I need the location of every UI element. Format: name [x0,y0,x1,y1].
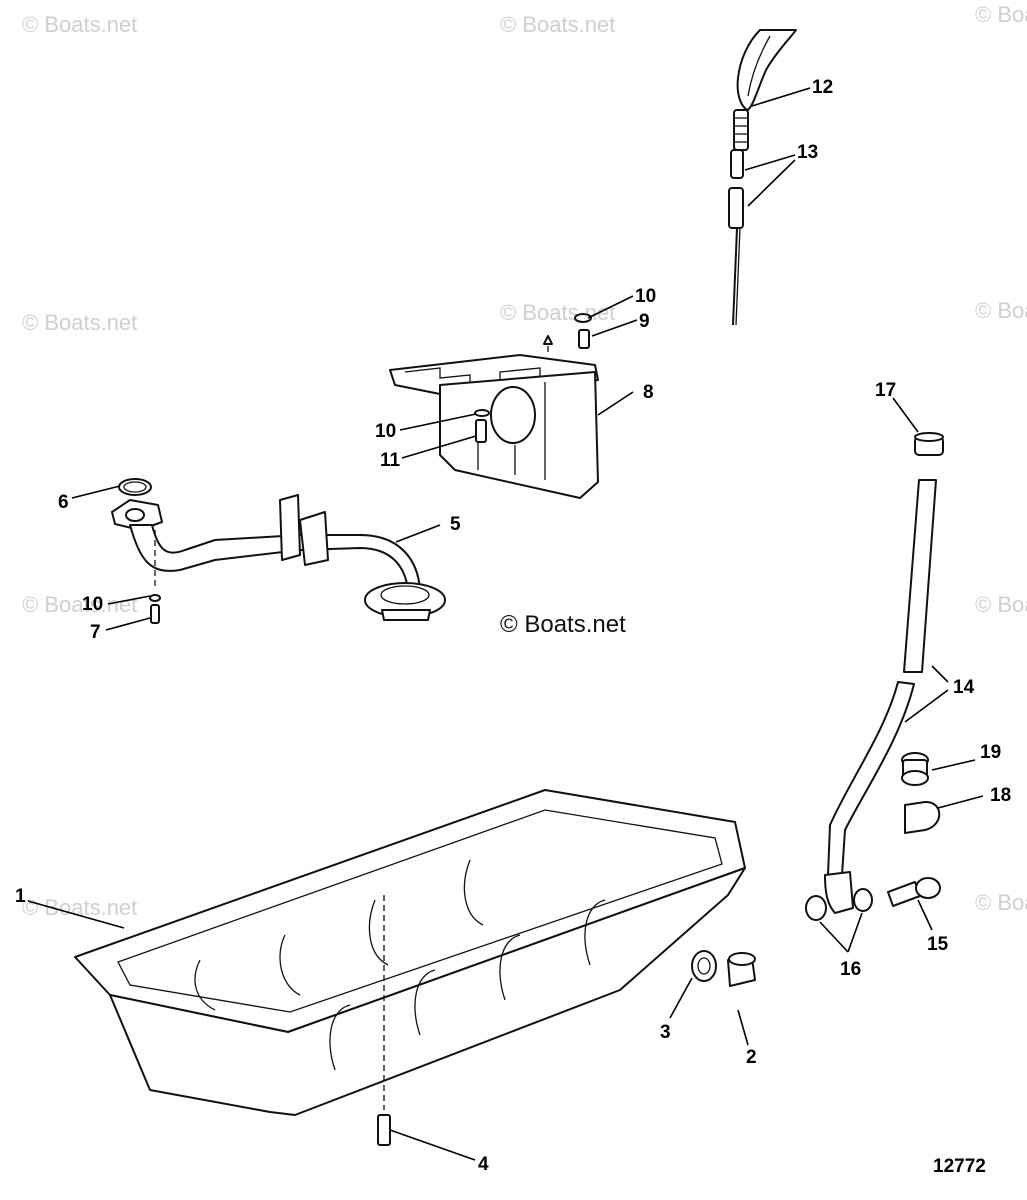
callout-7: 7 [90,622,101,643]
dipstick [728,29,797,326]
watermark: © Boats.net [975,592,1027,617]
watermark: © Boats.net [22,592,137,617]
watermark: © Boats.net [500,12,615,37]
callout-8: 8 [643,382,654,403]
oil-pan [74,789,756,1146]
oil-pickup-tube [111,478,446,624]
callout-1: 1 [15,886,26,907]
callout-10: 10 [375,421,396,442]
callout-9: 9 [639,311,650,332]
callout-3: 3 [660,1022,671,1043]
callout-10: 10 [82,594,103,615]
watermark: © Boats.net [975,890,1027,915]
watermark: © Boats.net [22,12,137,37]
callout-11: 11 [380,450,401,471]
callout-14: 14 [953,677,975,698]
callout-16: 16 [840,959,861,980]
callout-5: 5 [450,514,461,535]
baffle [389,313,599,499]
callout-13: 13 [797,142,818,163]
watermark: © Boats.net [975,298,1027,323]
callout-15: 15 [927,934,949,955]
watermark: © Boats.net [22,310,137,335]
watermark: © Boats.net [500,300,615,325]
callout-19: 19 [980,742,1001,763]
callout-4: 4 [478,1154,489,1175]
figure-number: 12772 [933,1156,986,1177]
callout-12: 12 [812,77,833,98]
watermark-main: © Boats.net [500,611,626,638]
leader-lines [27,87,984,1161]
dipstick-tube [805,432,944,921]
callout-18: 18 [990,785,1011,806]
callout-6: 6 [58,492,69,513]
callout-labels: 12 13 10 9 8 10 11 6 5 10 7 17 14 19 18 … [15,77,1011,1175]
watermark: © Boats.net [975,2,1027,27]
callout-10: 10 [635,286,656,307]
callout-17: 17 [875,380,896,401]
callout-2: 2 [746,1047,757,1068]
